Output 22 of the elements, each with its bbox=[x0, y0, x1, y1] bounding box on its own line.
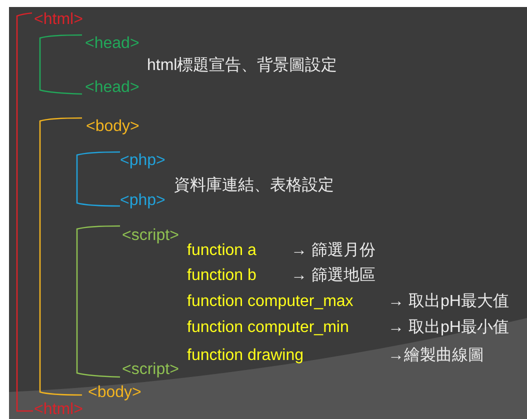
tag-label: <script> bbox=[122, 226, 179, 246]
function-name: function drawing bbox=[187, 346, 304, 366]
tag-label: <html> bbox=[34, 10, 83, 30]
function-name: function a bbox=[187, 241, 256, 261]
tag-label: <body> bbox=[86, 117, 140, 137]
tag-label: <head> bbox=[85, 78, 140, 98]
description-text: → 取出pH最小值 bbox=[388, 318, 509, 338]
description-text: 資料庫連結、表格設定 bbox=[174, 176, 334, 196]
function-name: function computer_max bbox=[187, 292, 354, 312]
tag-label: <php> bbox=[120, 191, 166, 211]
function-name: function computer_min bbox=[187, 318, 349, 338]
tag-label: <body> bbox=[88, 383, 142, 403]
description-text: html標題宣告、背景圖設定 bbox=[147, 56, 338, 76]
description-text: → 取出pH最大值 bbox=[388, 292, 509, 312]
tag-label: <head> bbox=[85, 34, 140, 54]
description-text: → 篩選月份 bbox=[291, 241, 376, 261]
tag-label: <html> bbox=[34, 400, 83, 419]
function-name: function b bbox=[187, 266, 256, 286]
tag-label: <script> bbox=[122, 360, 179, 380]
description-text: → 篩選地區 bbox=[291, 266, 376, 286]
description-text: →繪製曲線圖 bbox=[388, 346, 484, 366]
tag-label: <php> bbox=[120, 151, 166, 171]
